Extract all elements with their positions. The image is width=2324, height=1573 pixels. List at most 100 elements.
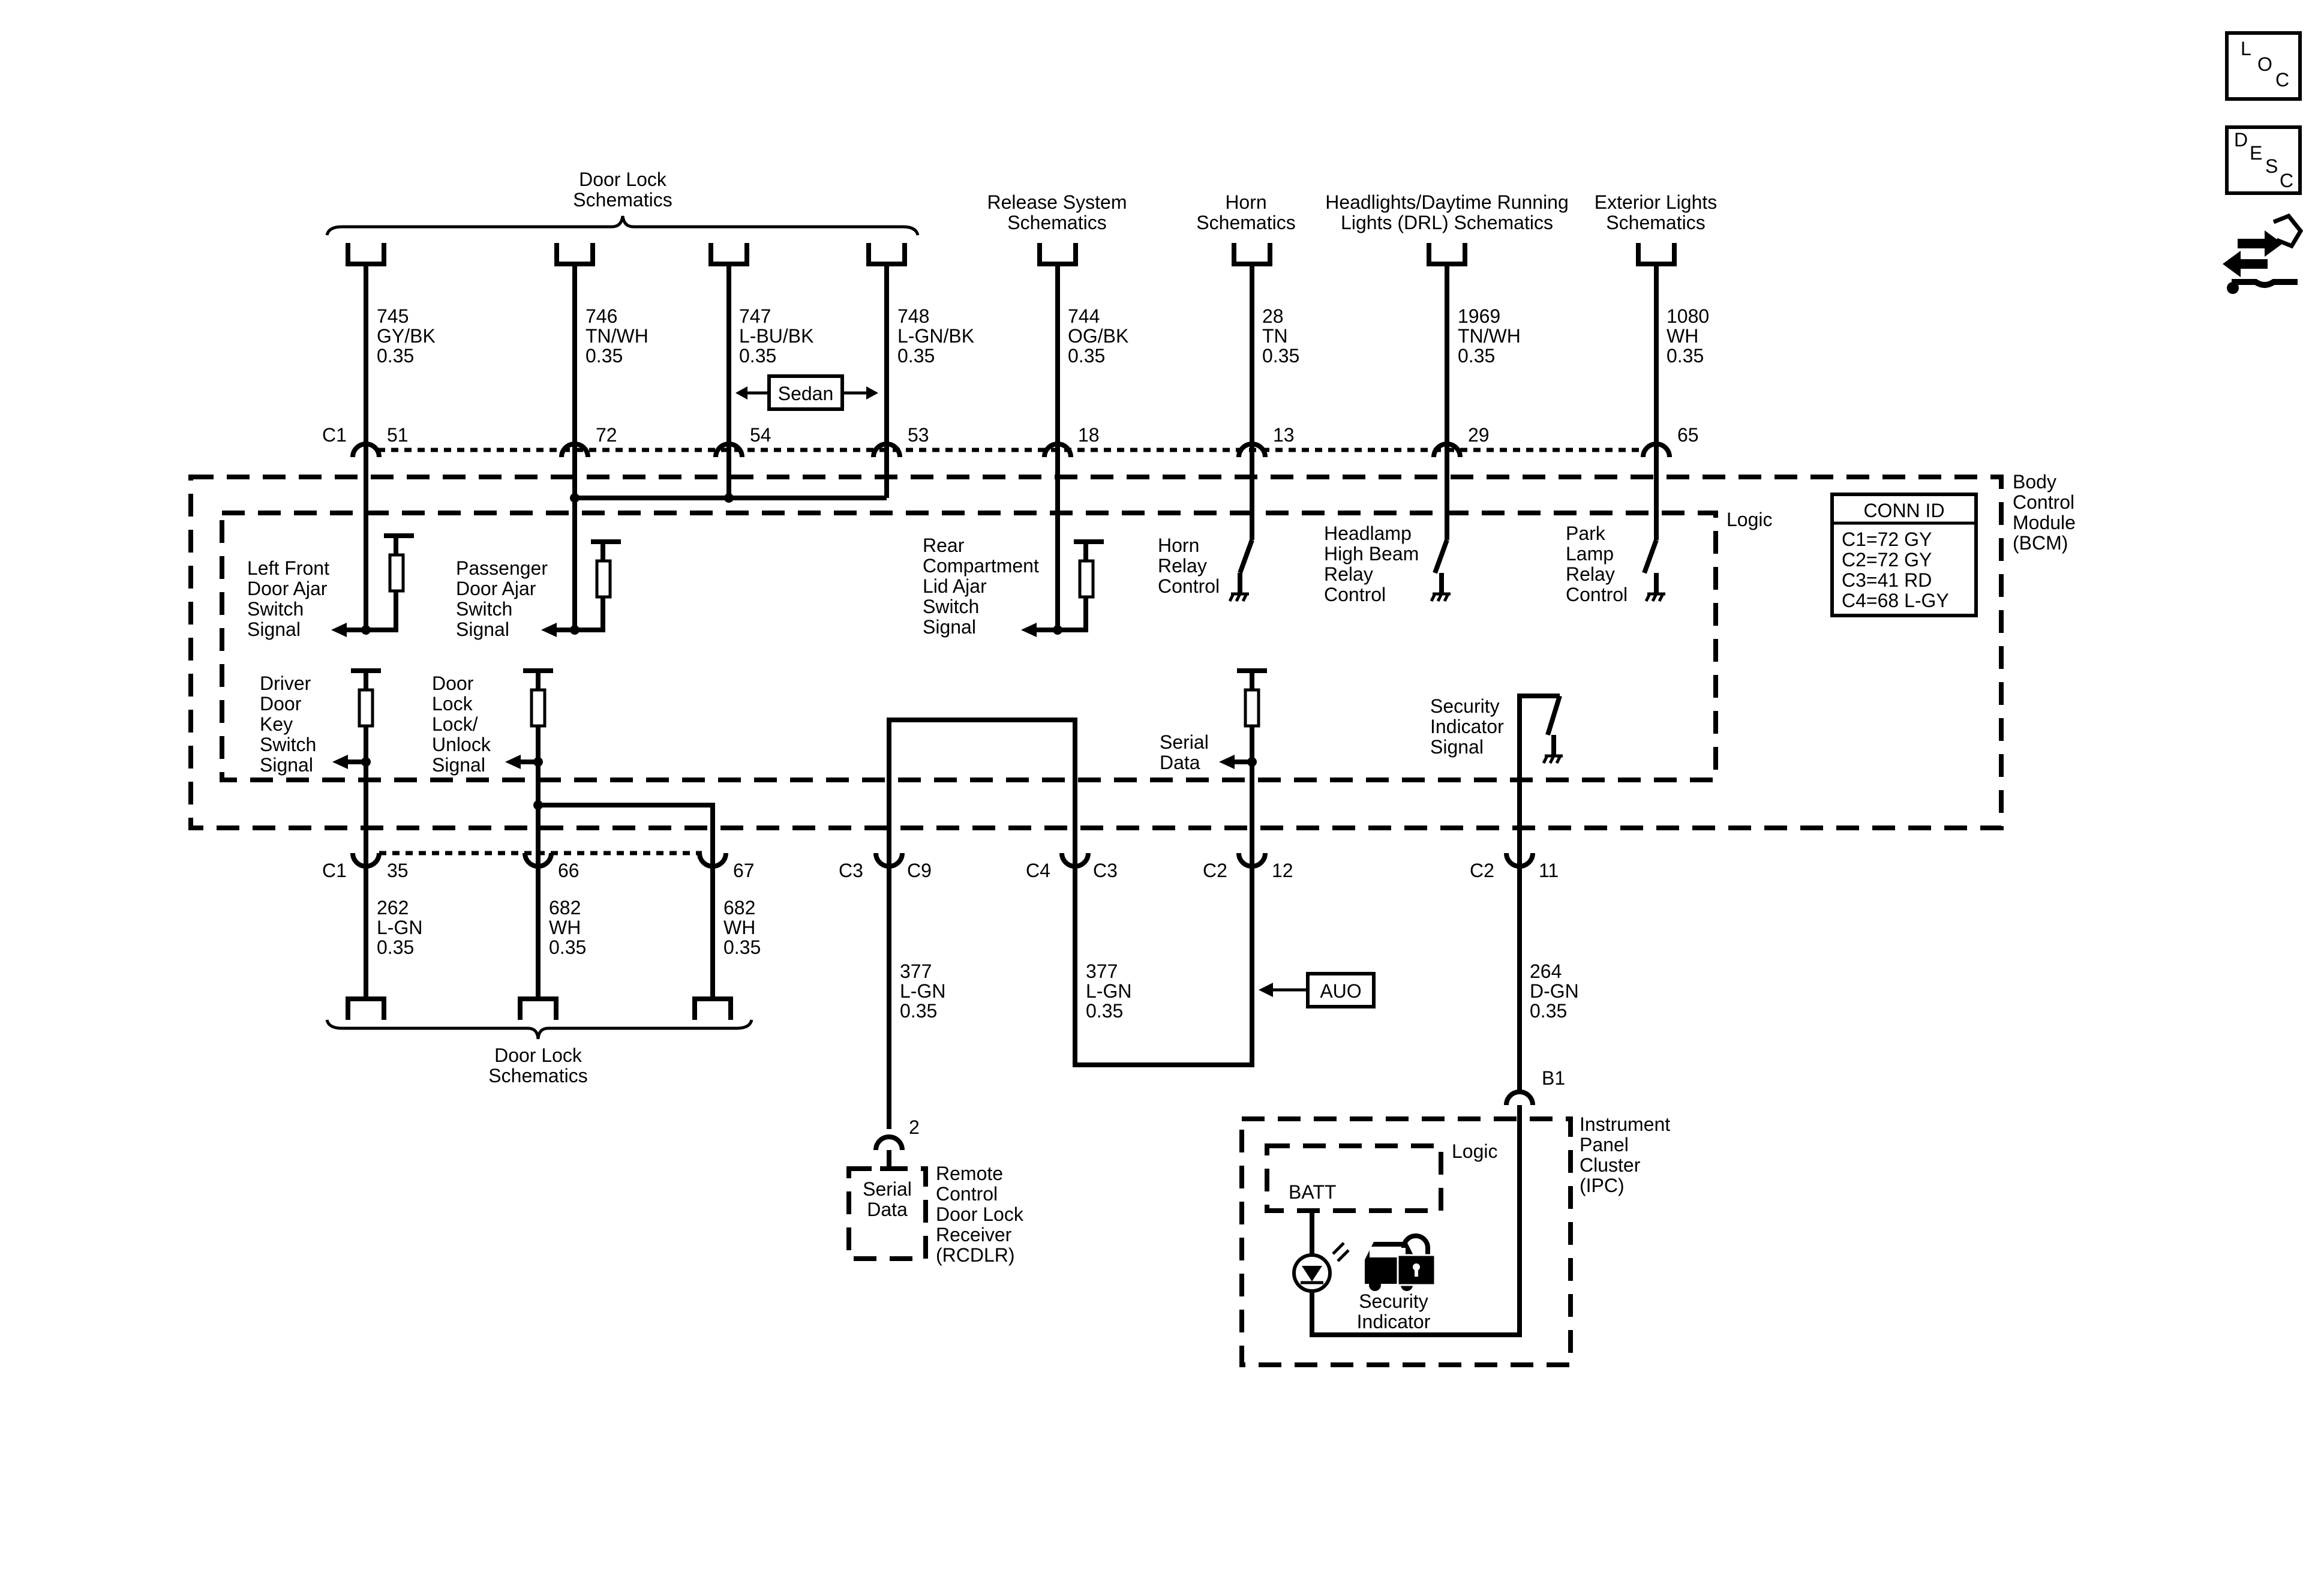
auo-label: AUO [1320, 980, 1361, 1002]
ref-headlights-line1: Headlights/Daytime Running [1325, 191, 1569, 213]
ipc-module[interactable]: B1 Logic BATT Security Indicator Instrum… [1239, 1067, 1670, 1367]
bottom-wire-264: 264 D-GN 0.35 [1530, 960, 1579, 1022]
svg-text:Left Front: Left Front [247, 557, 329, 579]
ref-door-lock-top-line2: Schematics [573, 189, 672, 211]
svg-text:(RCDLR): (RCDLR) [936, 1244, 1015, 1266]
svg-text:Signal: Signal [432, 754, 485, 776]
svg-text:Switch: Switch [923, 596, 979, 617]
svg-text:TN: TN [1262, 325, 1288, 347]
top-wire-745: 745 GY/BK 0.35 [377, 305, 436, 367]
ref-horn-line2: Schematics [1196, 212, 1295, 233]
svg-text:E: E [2250, 142, 2262, 164]
rcdlr-module[interactable]: 2 Serial Data Remote Control Door Lock R… [846, 1116, 1024, 1266]
conn-id-table: CONN ID C1=72 GY C2=72 GY C3=41 RD C4=68… [1830, 493, 1978, 617]
svg-text:C: C [2280, 170, 2293, 191]
hb-relay-label: Headlamp High Beam Relay Control [1324, 523, 1419, 605]
svg-text:67: 67 [733, 860, 755, 881]
svg-text:Panel: Panel [1580, 1134, 1629, 1155]
svg-text:0.35: 0.35 [900, 1000, 937, 1022]
bcm-logic-box [220, 511, 1718, 782]
svg-text:28: 28 [1262, 305, 1284, 327]
svg-text:Instrument: Instrument [1580, 1113, 1670, 1135]
lf-door-ajar-circuit [331, 533, 414, 637]
top-wire-747: 747 L-BU/BK 0.35 [739, 305, 813, 367]
top-connector-id: C1 [322, 424, 347, 446]
svg-text:682: 682 [549, 897, 581, 918]
svg-text:Body: Body [2013, 471, 2056, 493]
ref-horn[interactable]: Horn Schematics [1196, 191, 1295, 233]
serial-data-loop [887, 718, 1077, 876]
svg-text:0.35: 0.35 [1667, 345, 1704, 367]
security-indicator-led [1292, 1242, 1350, 1293]
pass-door-ajar-label: Passenger Door Ajar Switch Signal [456, 557, 548, 640]
svg-text:Door Ajar: Door Ajar [247, 578, 328, 599]
ref-release[interactable]: Release System Schematics [987, 191, 1127, 233]
svg-text:Control: Control [1566, 584, 1628, 605]
park-relay-switch [1642, 539, 1665, 602]
svg-text:Security: Security [1430, 695, 1500, 717]
bottom-wire-377a: 377 L-GN 0.35 [900, 960, 945, 1022]
bcm-name: Body Control Module (BCM) [2013, 471, 2076, 554]
connector-tool-icon[interactable] [2223, 213, 2304, 294]
bcm-logic-label: Logic [1727, 509, 1773, 530]
svg-text:Relay: Relay [1566, 563, 1615, 585]
svg-text:0.35: 0.35 [1086, 1000, 1123, 1022]
pin-54: 54 [750, 424, 771, 446]
svg-text:Door Lock: Door Lock [936, 1203, 1024, 1225]
svg-text:(BCM): (BCM) [2013, 532, 2068, 554]
ref-headlights[interactable]: Headlights/Daytime Running Lights (DRL) … [1325, 191, 1569, 233]
conn-id-title: CONN ID [1863, 500, 1944, 521]
svg-text:C3: C3 [839, 860, 863, 881]
svg-text:Switch: Switch [456, 598, 512, 620]
conn-id-row-c3: C3=41 RD [1842, 569, 1932, 591]
svg-text:High Beam: High Beam [1324, 543, 1419, 565]
hb-relay-switch [1430, 539, 1451, 602]
ref-door-lock-bottom[interactable]: Door Lock Schematics [488, 1044, 587, 1086]
svg-text:Horn: Horn [1158, 535, 1199, 556]
top-wire-744: 744 OG/BK 0.35 [1068, 305, 1128, 367]
ipc-pin: B1 [1542, 1067, 1565, 1089]
svg-text:Receiver: Receiver [936, 1224, 1012, 1245]
bcm-outline[interactable] [188, 475, 2004, 830]
door-lock-unlock-circuit [505, 668, 715, 876]
svg-text:Door: Door [432, 673, 474, 694]
svg-text:Key: Key [260, 713, 293, 735]
svg-text:Remote: Remote [936, 1163, 1003, 1184]
ipc-logic-box [1265, 1143, 1443, 1213]
svg-text:0.35: 0.35 [1530, 1000, 1567, 1022]
svg-text:Indicator: Indicator [1357, 1311, 1431, 1332]
svg-text:Compartment: Compartment [923, 555, 1039, 577]
door-lock-unlock-label: Door Lock Lock/ Unlock Signal [432, 673, 491, 776]
rear-lid-circuit [1021, 539, 1104, 637]
sedan-option: Sedan [735, 374, 878, 411]
pin-51: 51 [387, 424, 409, 446]
svg-text:Signal: Signal [1430, 736, 1484, 758]
svg-text:12: 12 [1272, 860, 1293, 881]
svg-text:66: 66 [558, 860, 580, 881]
svg-text:745: 745 [377, 305, 409, 327]
svg-text:C9: C9 [907, 860, 932, 881]
ref-horn-line1: Horn [1225, 191, 1266, 213]
svg-text:TN/WH: TN/WH [1458, 325, 1521, 347]
ref-door-lock-bottom-line2: Schematics [488, 1065, 587, 1086]
driver-key-label: Driver Door Key Switch Signal [260, 673, 316, 776]
svg-text:35: 35 [387, 860, 409, 881]
svg-text:11: 11 [1539, 860, 1559, 881]
door-lock-top-brace [325, 215, 920, 236]
svg-text:Door: Door [260, 693, 302, 715]
serial-data-circuit [1219, 668, 1267, 876]
svg-text:L-GN: L-GN [900, 980, 945, 1002]
svg-text:0.35: 0.35 [377, 936, 414, 958]
loc-icon[interactable]: L O C [2225, 31, 2302, 101]
horn-relay-label: Horn Relay Control [1158, 535, 1220, 597]
ref-door-lock-top[interactable]: Door Lock Schematics [573, 169, 672, 211]
svg-text:Lid Ajar: Lid Ajar [923, 575, 987, 597]
auo-option: AUO [1259, 972, 1376, 1008]
ref-exterior[interactable]: Exterior Lights Schematics [1595, 191, 1718, 233]
desc-icon[interactable]: D E S C [2225, 125, 2302, 195]
svg-text:Relay: Relay [1324, 563, 1373, 585]
svg-text:Lock: Lock [432, 693, 473, 715]
svg-text:Control: Control [2013, 491, 2074, 513]
rcdlr-box [846, 1166, 928, 1261]
svg-text:Indicator: Indicator [1430, 716, 1504, 737]
